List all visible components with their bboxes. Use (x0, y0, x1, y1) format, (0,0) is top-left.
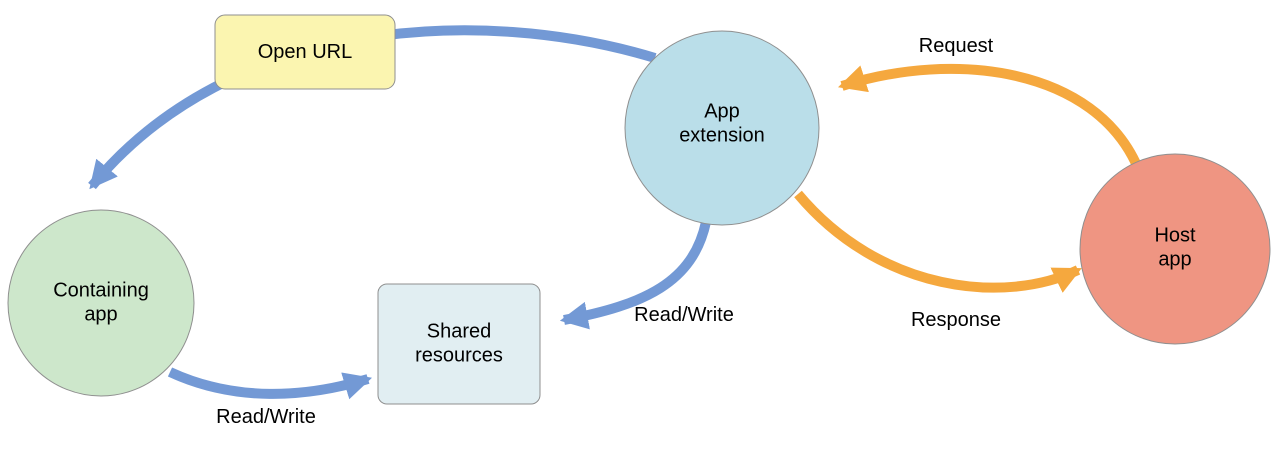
containing-app-label: Containing app (53, 279, 149, 326)
containing-app-node (7, 209, 195, 397)
app-extension-node (624, 30, 820, 226)
host-app-label: Host app (1154, 224, 1196, 271)
shared-resources-node (377, 283, 541, 405)
host-app-node (1079, 153, 1271, 345)
arrow-request (837, 63, 1143, 170)
arrow-extension-to-shared (559, 220, 711, 330)
request-edge-label: Request (918, 34, 994, 57)
shared-resources-label: Shared resources (415, 320, 503, 367)
app-extension-label: App extension (679, 100, 765, 147)
arrow-containing-to-shared (167, 367, 373, 400)
extension-read-write-label: Read/Write (634, 303, 734, 326)
arrow-response (794, 190, 1082, 293)
containing-read-write-label: Read/Write (216, 405, 316, 428)
open-url-label-box (214, 14, 396, 90)
response-edge-label: Response (910, 308, 1002, 331)
open-url-label: Open URL (257, 40, 353, 63)
